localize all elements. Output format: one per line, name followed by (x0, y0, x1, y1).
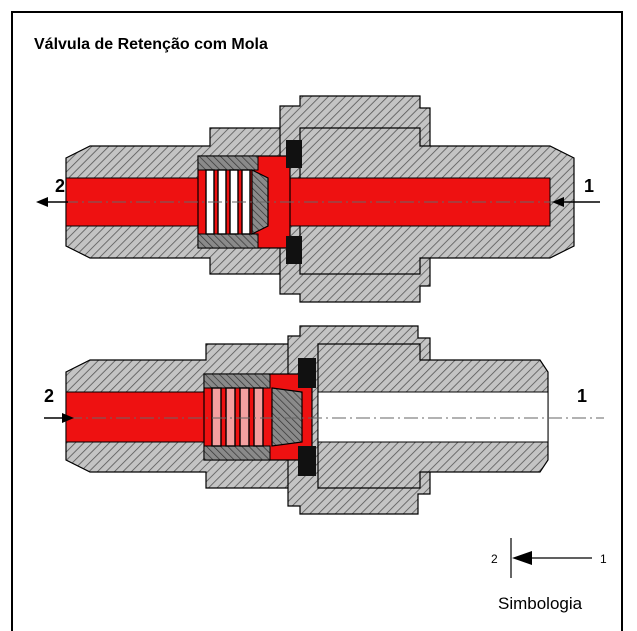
seal-top (286, 140, 302, 168)
figure-title: Válvula de Retenção com Mola (34, 36, 268, 53)
valve-view-closed: 2 1 (44, 325, 604, 515)
figure-frame (11, 11, 623, 631)
symbol-port-1: 1 (600, 552, 607, 566)
symbol-caption: Simbologia (498, 594, 583, 613)
port-label-1: 1 (577, 386, 587, 406)
housing-wall-bottom (203, 445, 271, 461)
housing-wall-bottom (197, 233, 259, 249)
seal-top (298, 358, 316, 388)
flow-arrow-in (552, 197, 600, 207)
valve-view-open: 2 1 (36, 95, 600, 303)
poppet (271, 387, 303, 447)
housing-wall-top (203, 373, 271, 389)
flow-arrow-in (44, 413, 74, 423)
port-label-2: 2 (44, 386, 54, 406)
seal-bottom (286, 236, 302, 264)
housing-wall-top (197, 155, 259, 171)
outlet-passage (317, 391, 549, 443)
spring (211, 387, 264, 447)
flow-arrow-out (36, 197, 68, 207)
seal-bottom (298, 446, 316, 476)
port-label-2: 2 (55, 176, 65, 196)
symbol-port-2: 2 (491, 552, 498, 566)
port-label-1: 1 (584, 176, 594, 196)
check-valve-symbol: 2 1 (491, 538, 607, 578)
